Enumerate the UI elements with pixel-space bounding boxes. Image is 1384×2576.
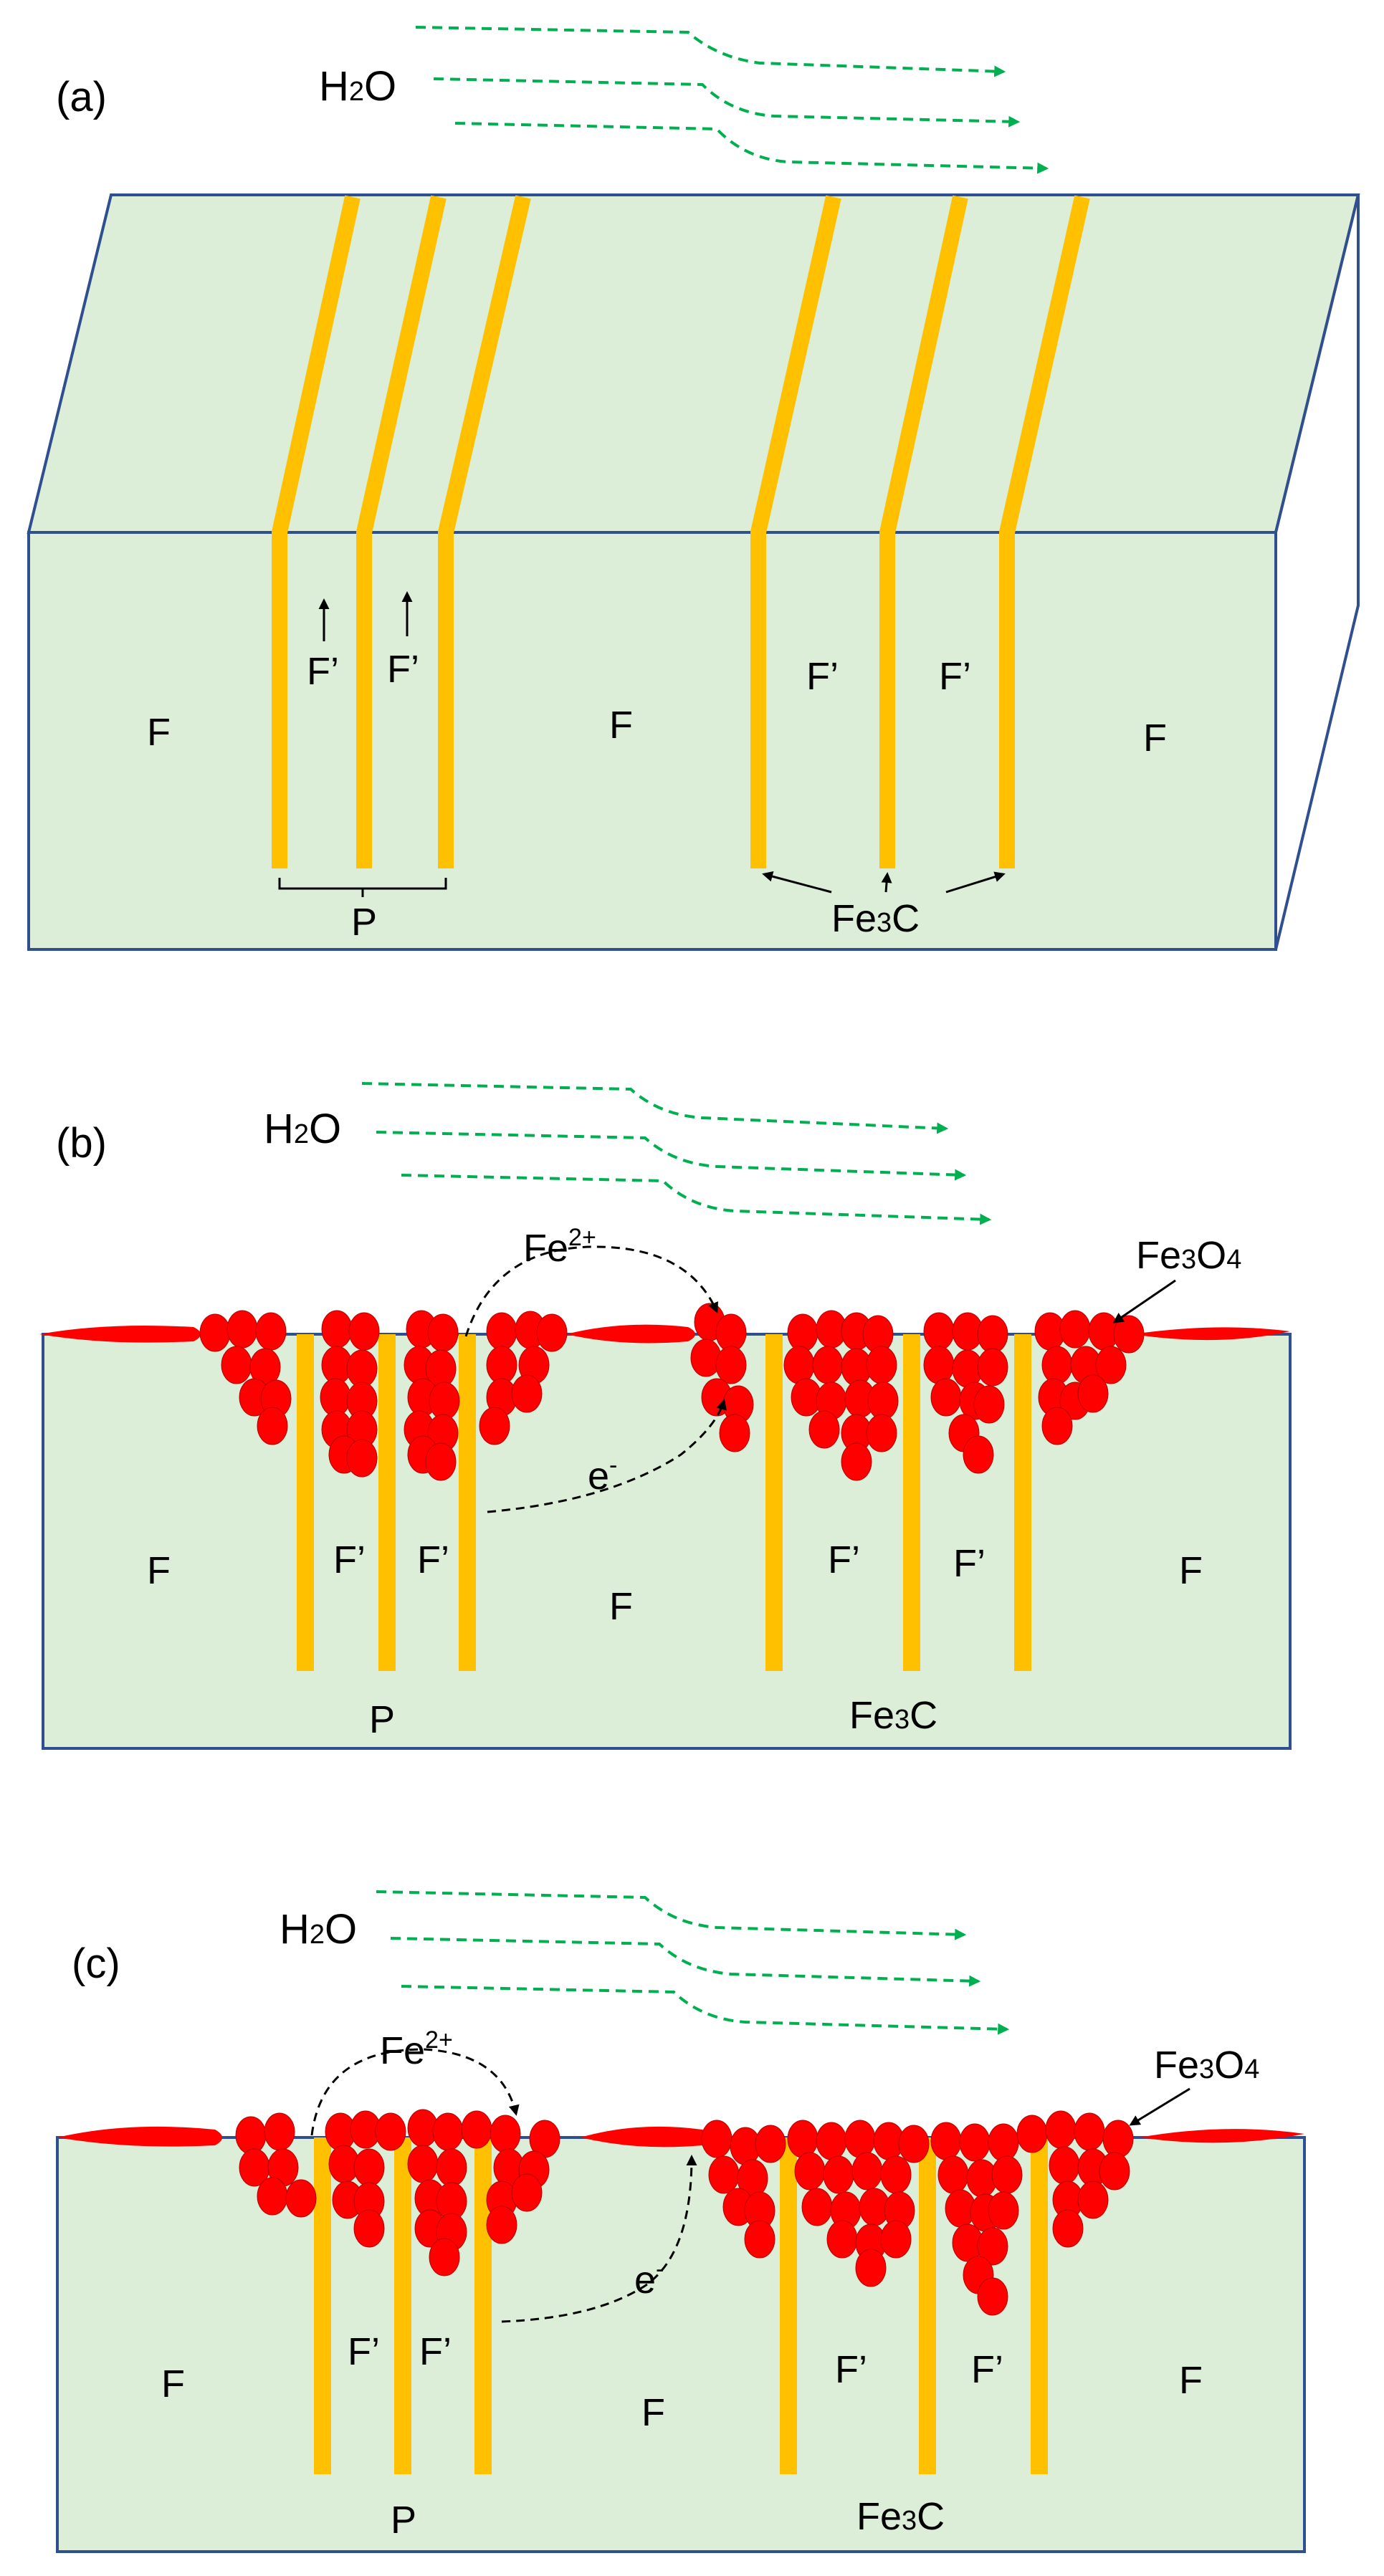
- cementite-arrow: [945, 871, 1006, 894]
- ferrite-label: F: [1179, 2359, 1203, 2402]
- ferrite-prime-label: F’: [806, 655, 839, 698]
- cementite-lamellae-c: [314, 2137, 1048, 2474]
- iron-ion-migration-arrow: [464, 1245, 718, 1337]
- pearlite-label: P: [391, 2499, 416, 2542]
- magnetite-label: Fe3O4: [1154, 2044, 1259, 2087]
- cementite-lamella: [474, 2137, 492, 2474]
- cementite-arrow: [762, 871, 832, 894]
- water-flow-line: [401, 1985, 1010, 2035]
- cementite-lamella: [879, 195, 968, 868]
- water-flow-a: [415, 26, 1049, 174]
- ferrite-prime-label: F’: [417, 1538, 449, 1581]
- sample-cross-section: [56, 2136, 1306, 2553]
- iron-ion-label: Fe2+: [523, 1224, 596, 1270]
- cementite-lamellae-b: [297, 1334, 1031, 1671]
- ferrite-prime-label: F’: [387, 648, 419, 691]
- cementite-label: Fe3C: [856, 2495, 945, 2538]
- water-flow-line: [390, 1937, 981, 1987]
- ferrite-label: F: [1179, 1549, 1203, 1592]
- water-flow-line: [376, 1131, 967, 1181]
- oxide-film: [1140, 2129, 1304, 2143]
- surface-oxide-c: [57, 2126, 1304, 2148]
- oxide-film: [57, 2126, 222, 2147]
- oxide-film: [39, 1325, 201, 1343]
- ferrite-label: F: [609, 704, 633, 747]
- magnetite-arrow: [1112, 1279, 1176, 1323]
- panel-c-tag: (c): [72, 1940, 120, 1987]
- cementite-lamella: [272, 195, 361, 868]
- magnetite-arrow: [1129, 2087, 1190, 2126]
- iron-ion-label: Fe2+: [380, 2026, 453, 2072]
- ferrite-prime-label: F’: [333, 1538, 366, 1581]
- ferrite-prime-label: F’: [307, 650, 339, 693]
- ferrite-prime-label: F’: [419, 2330, 452, 2373]
- iron-ion-migration-arrow: [310, 2048, 520, 2136]
- ferrite-prime-label: F’: [971, 2348, 1003, 2391]
- ferrite-label: F: [161, 2362, 185, 2405]
- sample-top-face: [27, 193, 1360, 534]
- pearlite-label: P: [351, 901, 377, 944]
- electron-label: e-: [634, 2256, 664, 2302]
- electron-label: e-: [588, 1452, 617, 1498]
- cementite-arrow: [881, 872, 892, 893]
- cementite-lamella: [919, 2137, 936, 2474]
- ferrite-label: F: [1143, 717, 1167, 760]
- oxide-film: [1132, 1327, 1290, 1341]
- cementite-lamella: [314, 2137, 331, 2474]
- cementite-lamella: [1014, 1334, 1031, 1671]
- water-label-b: H2O: [264, 1106, 341, 1152]
- cementite-lamella: [1031, 2137, 1048, 2474]
- cementite-lamella: [378, 1334, 396, 1671]
- electron-migration-arrow: [501, 2155, 697, 2323]
- ferrite-prime-label: F’: [828, 1538, 860, 1581]
- cementite-lamella: [780, 2137, 797, 2474]
- ferrite-prime-label: F’: [939, 655, 971, 698]
- water-flow-line: [376, 1890, 967, 1940]
- cementite-lamella: [438, 195, 531, 868]
- ferrite-prime-label: F’: [348, 2330, 380, 2373]
- cementite-lamella: [459, 1334, 476, 1671]
- water-flow-line: [433, 77, 1021, 128]
- water-flow-line: [415, 26, 1006, 77]
- surface-oxide-b: [39, 1324, 1290, 1344]
- ferrite-prime-label: F’: [953, 1542, 985, 1585]
- water-flow-c: [376, 1890, 1010, 2035]
- panel-a-tag: (a): [56, 74, 107, 120]
- panel-c: (c) H2O: [56, 1890, 1306, 2553]
- panel-a: (a) H2O F F F F’ F’ F’ F’: [27, 26, 1360, 951]
- cementite-lamella: [297, 1334, 314, 1671]
- ferrite-label: F: [147, 711, 171, 754]
- pearlite-label: P: [369, 1698, 395, 1741]
- oxide-film: [566, 1324, 695, 1344]
- water-flow-line: [401, 1174, 992, 1225]
- cementite-lamella: [356, 195, 447, 868]
- water-flow-line: [361, 1082, 949, 1134]
- ferrite-label: F: [609, 1585, 633, 1628]
- water-flow-b: [361, 1082, 992, 1225]
- water-label-c: H2O: [280, 1906, 357, 1953]
- oxide-film: [581, 2126, 710, 2148]
- magnetite-label: Fe3O4: [1136, 1234, 1241, 1277]
- cementite-lamella: [765, 1334, 783, 1671]
- cementite-label: Fe3C: [831, 897, 920, 940]
- panel-b-tag: (b): [56, 1120, 107, 1167]
- cementite-lamella: [750, 195, 841, 868]
- cementite-lamellae-a: [272, 195, 1090, 868]
- cementite-lamella: [903, 1334, 920, 1671]
- sample-front-face: [27, 531, 1277, 951]
- ferrite-label: F: [147, 1549, 171, 1592]
- electron-migration-arrow: [487, 1399, 727, 1513]
- ferrite-label: F: [641, 2391, 665, 2434]
- cementite-lamella: [999, 195, 1090, 868]
- water-label-a: H2O: [319, 63, 396, 110]
- water-flow-line: [454, 122, 1049, 174]
- cementite-label: Fe3C: [849, 1694, 937, 1737]
- ferrite-prime-label: F’: [835, 2348, 867, 2391]
- panel-b: (b) H2O: [39, 1082, 1292, 1750]
- cementite-lamella: [394, 2137, 411, 2474]
- pearlite-brace: [278, 878, 447, 897]
